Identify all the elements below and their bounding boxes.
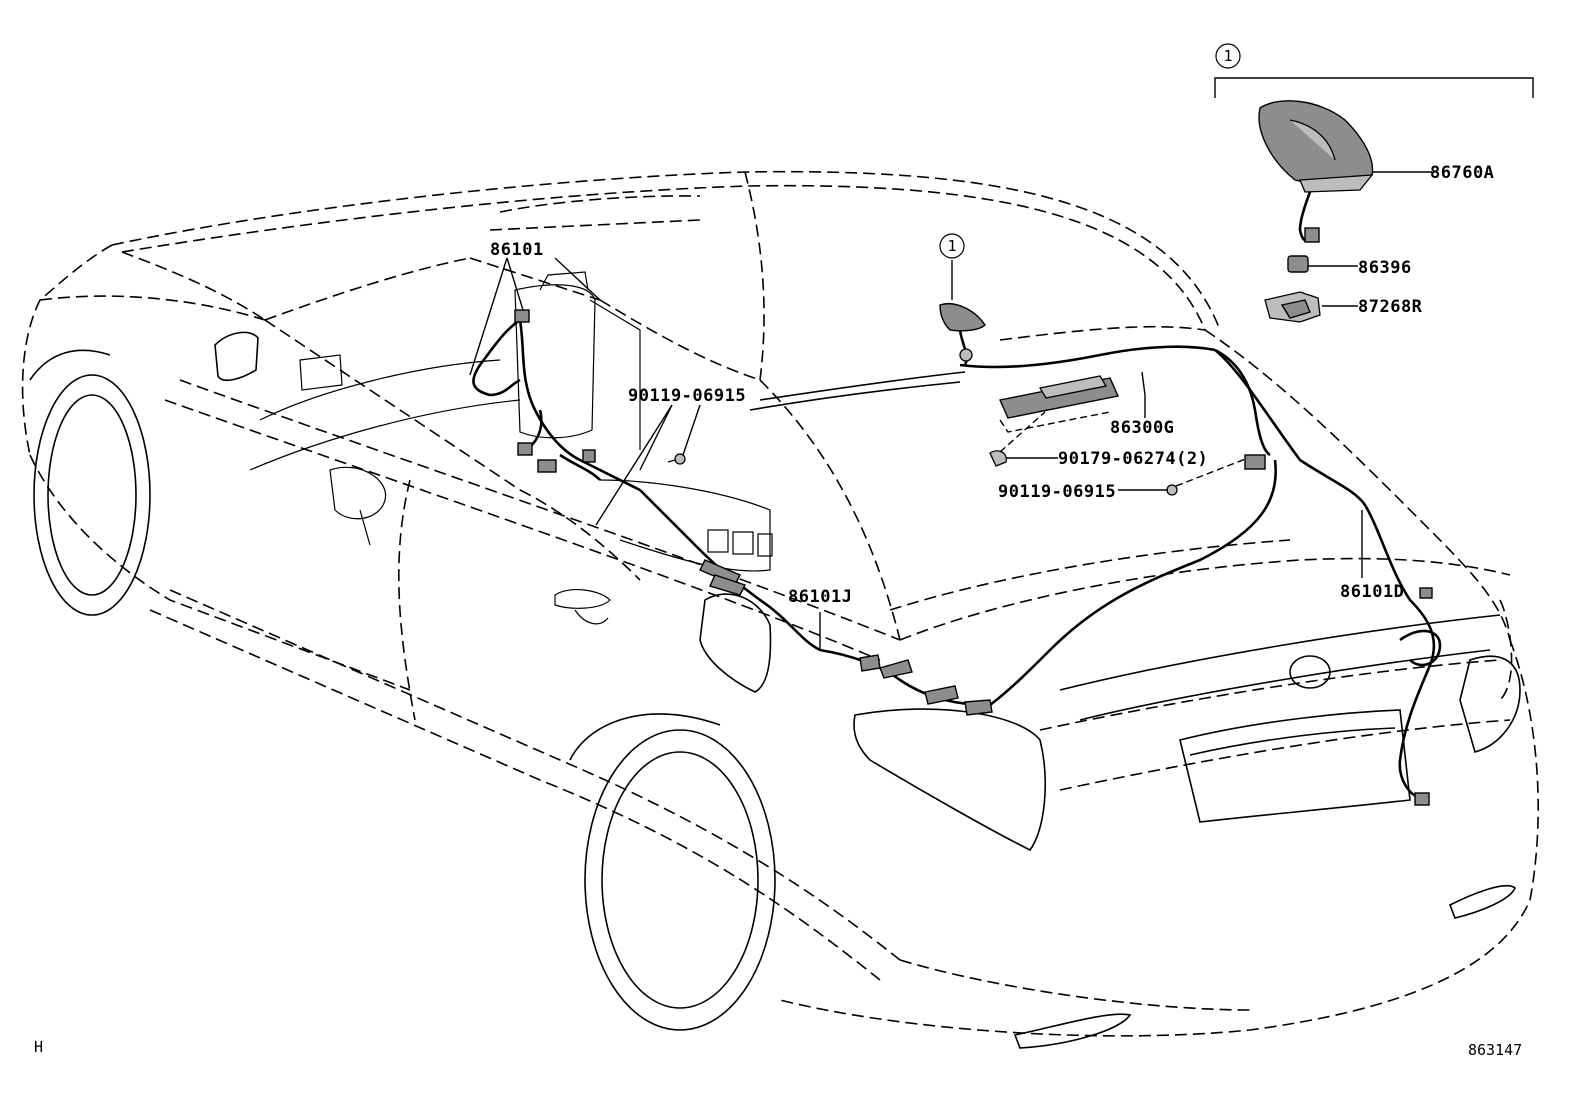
side-mirror (214, 331, 259, 382)
tuner-86300G (999, 375, 1119, 433)
callout-86300G[interactable]: 86300G (1110, 418, 1174, 438)
group-marker-car: 1 (947, 237, 956, 255)
group-marker-circle-car (939, 233, 965, 259)
callout-86101J[interactable]: 86101J (788, 587, 852, 607)
clip-90179-06274 (989, 450, 1007, 467)
callout-86396[interactable]: 86396 (1358, 258, 1412, 278)
right-tail-lamp (1459, 655, 1521, 753)
callout-labels: 1 1 86101 90119-06915 86101J 86760A 8639… (34, 43, 1522, 1059)
callout-90179-06274[interactable]: 90179-06274(2) (1058, 449, 1208, 469)
callout-90119-06915-upper[interactable]: 90119-06915 (628, 386, 746, 406)
leader-lines (469, 77, 1534, 650)
group-marker-detail: 1 (1223, 47, 1232, 65)
left-tail-lamp (853, 708, 1046, 852)
callout-86101[interactable]: 86101 (490, 240, 544, 260)
callout-87268R[interactable]: 87268R (1358, 297, 1423, 317)
roof-antenna (939, 303, 986, 366)
bolt-90119-06915-b (1166, 484, 1178, 496)
trunk-emblem (1289, 655, 1331, 689)
figure-number: 863147 (1468, 1041, 1522, 1059)
pad-86396 (1287, 255, 1309, 273)
corner-mark: H (34, 1038, 43, 1056)
car-solid-details (29, 271, 1521, 1049)
car-body-outline (21, 170, 1539, 1037)
callout-86760A[interactable]: 86760A (1430, 163, 1494, 183)
group-marker-circle-detail (1215, 43, 1241, 69)
wire-harnesses (472, 309, 1442, 806)
front-wheel (33, 374, 151, 616)
antenna-assembly-detail (1258, 100, 1374, 323)
fasteners (667, 450, 1178, 496)
rear-wheel (584, 729, 776, 1031)
callout-86101D[interactable]: 86101D (1340, 582, 1404, 602)
callout-90119-06915-lower[interactable]: 90119-06915 (998, 482, 1116, 502)
bolt-90119-06915-a (674, 453, 686, 465)
connector (514, 309, 530, 323)
